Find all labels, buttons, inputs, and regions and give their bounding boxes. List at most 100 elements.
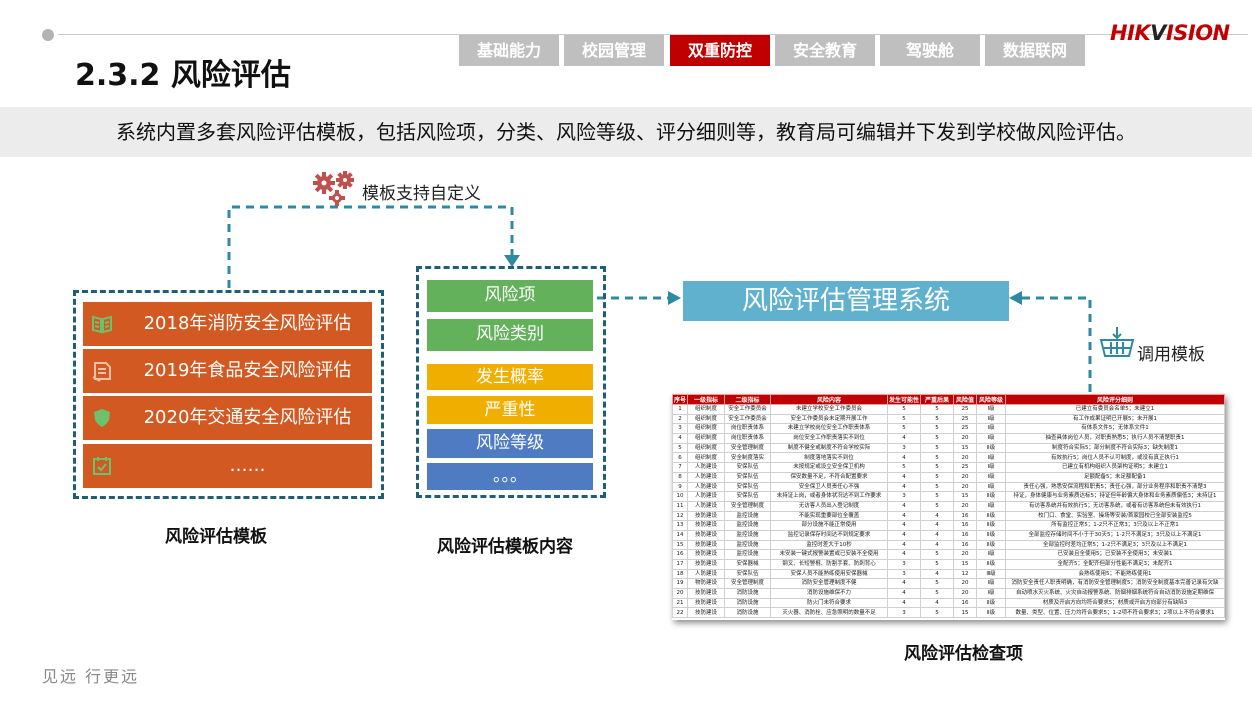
table-cell: Ⅱ级 — [976, 529, 1006, 541]
table-cell: 4 — [920, 539, 954, 551]
table-cell: Ⅰ级 — [976, 588, 1006, 599]
table-cell: 自动喷水灭火系统、火灾自动报警系统、防烟排烟系统符合自动消防设施定期维保 — [1005, 588, 1225, 599]
table-cell: 4 — [887, 433, 921, 444]
table-cell: 5 — [887, 462, 921, 473]
table-cell: 5 — [920, 607, 954, 619]
table-cell: 安全工作委员会未定期开展工作 — [770, 413, 888, 425]
nav-tab-data-network[interactable]: 数据联网 — [985, 35, 1085, 66]
table-cell: 13 — [672, 520, 688, 531]
content-item-risk-level[interactable]: 风险等级 — [427, 429, 593, 458]
table-cell: 组织制度 — [687, 452, 725, 464]
table-cell: 4 — [887, 578, 921, 590]
table-cell: 持证，身体健康与业务素质达标5；持证但年龄偏大身体和业务素质偏低3；未持证1 — [1005, 491, 1225, 502]
document-icon — [92, 362, 111, 382]
templates-caption: 风险评估模板 — [165, 527, 267, 547]
table-cell: 钢叉、长短警棍、防割手套、防刺背心 — [770, 559, 888, 570]
shield-icon — [94, 409, 110, 427]
table-cell: 3 — [887, 442, 921, 454]
nav-tab-education[interactable]: 安全教育 — [775, 35, 875, 66]
table-header-cell: 风险值 — [953, 394, 977, 405]
table-cell: Ⅱ级 — [976, 520, 1006, 531]
table-cell: 4 — [887, 539, 921, 551]
nav-tab-campus[interactable]: 校园管理 — [564, 35, 664, 66]
hikvision-logo: HIKVISION — [1110, 21, 1230, 45]
table-cell: 校门口、食堂、实验室、操场等安装/首家园校已全部安装监控5 — [1005, 510, 1225, 522]
table-cell: Ⅱ级 — [976, 539, 1006, 551]
nav-tab-cockpit[interactable]: 驾驶舱 — [880, 35, 980, 66]
table-cell: 20 — [672, 588, 688, 599]
table-cell: 人防建设 — [687, 491, 725, 502]
header-divider — [58, 34, 1248, 35]
table-header-cell: 风险等级 — [976, 394, 1006, 405]
calendar-check-icon — [93, 457, 111, 475]
table-cell: Ⅱ级 — [976, 491, 1006, 502]
table-cell: 5 — [887, 404, 921, 415]
checklist-caption: 风险评估检查项 — [904, 644, 1023, 664]
template-item-2018-fire[interactable]: 2018年消防安全风险评估 — [83, 302, 372, 346]
table-cell: 15 — [953, 607, 977, 619]
content-item-probability[interactable]: 发生概率 — [427, 364, 593, 390]
risk-management-system-box[interactable]: 风险评估管理系统 — [683, 281, 1009, 321]
table-cell: 足额配备5；未足额配备1 — [1005, 471, 1225, 483]
table-cell: 未按规定或设立安全保卫机构 — [770, 462, 888, 473]
template-item-more[interactable]: …… — [83, 444, 372, 488]
table-cell: 全部监控存储时间不小于于30天5；1-2只不满足3；3只及以上不满足1 — [1005, 529, 1225, 541]
table-cell: 责任心强，熟悉安保流程和职责5；责任心强，部分业务程序和职责不清楚3 — [1005, 481, 1225, 493]
table-cell: 4 — [920, 597, 954, 609]
table-cell: 5 — [920, 549, 954, 560]
table-cell: 人防建设 — [687, 462, 725, 473]
table-header-cell: 一级指标 — [687, 394, 725, 405]
table-header-cell: 风险评分细则 — [1005, 394, 1225, 405]
table-cell: 未建立学校安全工作委员会 — [770, 404, 888, 415]
template-item-2019-food[interactable]: 2019年食品安全风险评估 — [83, 349, 372, 393]
table-cell: 9 — [672, 481, 688, 493]
table-cell: 6 — [672, 452, 688, 464]
table-cell: 材质及开启方向均符合要求5；材质或开启方向部分有缺陷3 — [1005, 597, 1225, 609]
table-cell: 安保队伍 — [724, 491, 771, 502]
table-cell: 安全管理制度 — [724, 500, 771, 512]
table-cell: 16 — [953, 597, 977, 609]
table-cell: 已建立有机构组织人员架构证明5；未建立1 — [1005, 462, 1225, 473]
template-content-caption: 风险评估模板内容 — [437, 537, 573, 557]
nav-tab-basic[interactable]: 基础能力 — [459, 35, 559, 66]
table-cell: 安保队伍 — [724, 568, 771, 580]
table-cell: 技防建设 — [687, 529, 725, 541]
content-item-more[interactable]: 。。。 — [427, 463, 593, 490]
page-title: 2.3.2 风险评估 — [75, 58, 291, 93]
nav-tab-dual-control[interactable]: 双重防控 — [670, 35, 770, 66]
table-cell: 20 — [953, 578, 977, 590]
table-cell: Ⅰ级 — [976, 404, 1006, 415]
table-cell: 安全管理制度 — [724, 442, 771, 454]
table-cell: 20 — [953, 452, 977, 464]
table-cell: 组织制度 — [687, 423, 725, 435]
customize-label: 模板支持自定义 — [362, 184, 481, 204]
table-cell: 25 — [953, 404, 977, 415]
table-cell: 1 — [672, 404, 688, 415]
table-cell: 监控设施 — [724, 529, 771, 541]
table-cell: 4 — [887, 452, 921, 464]
template-item-label: …… — [229, 455, 266, 476]
content-item-risk-category[interactable]: 风险类别 — [427, 319, 593, 351]
table-header-cell: 严重后果 — [920, 394, 954, 405]
table-cell: 3 — [887, 568, 921, 580]
template-item-label: 2018年消防安全风险评估 — [143, 313, 352, 334]
content-item-severity[interactable]: 严重性 — [427, 396, 593, 424]
table-cell: 人防建设 — [687, 481, 725, 493]
table-cell: 16 — [953, 520, 977, 531]
table-cell: 消防安全管理制度不健 — [770, 578, 888, 590]
table-cell: Ⅰ级 — [976, 413, 1006, 425]
templates-container — [73, 290, 384, 499]
template-item-2020-traffic[interactable]: 2020年交通安全风险评估 — [83, 396, 372, 440]
table-cell: Ⅱ级 — [976, 607, 1006, 619]
call-template-label: 调用模板 — [1137, 345, 1205, 365]
table-cell: 3 — [887, 491, 921, 502]
table-cell: 16 — [953, 539, 977, 551]
content-item-risk-item[interactable]: 风险项 — [427, 280, 593, 312]
